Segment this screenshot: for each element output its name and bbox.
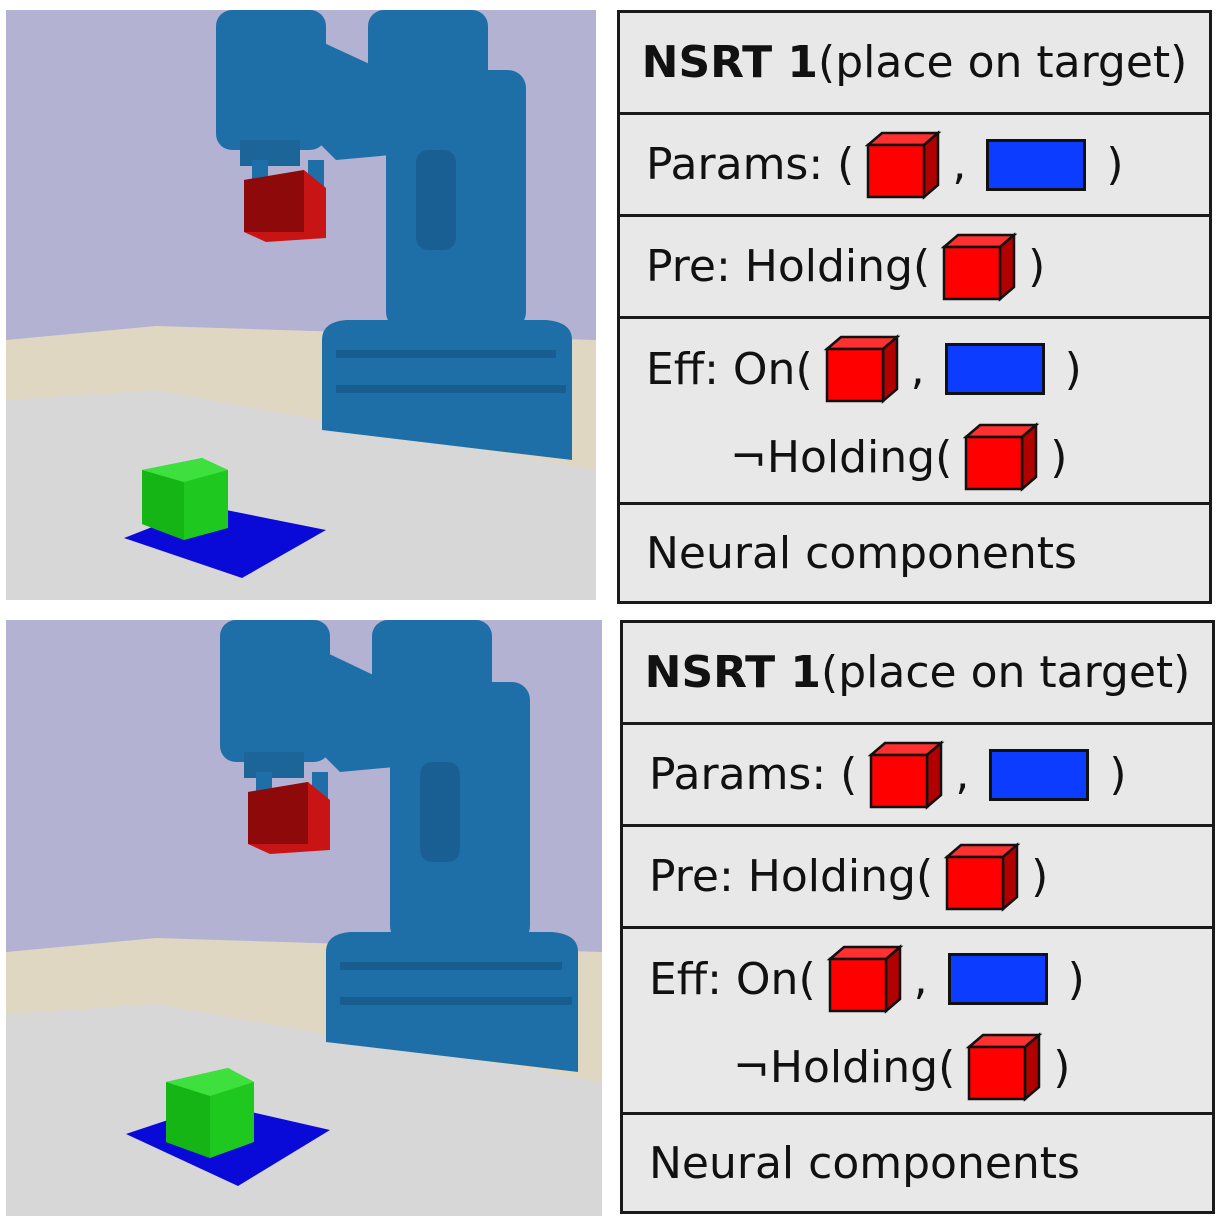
eff-comma: ,	[913, 953, 928, 1005]
params-label: Params: (	[646, 139, 855, 190]
neural-row: Neural components	[620, 505, 1209, 601]
pre-close: )	[1028, 241, 1046, 292]
red-block-icon	[823, 334, 901, 404]
precondition-row: Pre: Holding( )	[623, 827, 1212, 929]
red-block-icon	[940, 231, 1018, 302]
blue-target-icon	[986, 138, 1087, 191]
params-label: Params: (	[649, 749, 858, 800]
nsrt-description: (place on target)	[821, 647, 1191, 698]
nsrt-title: NSRT 1 (place on target)	[620, 13, 1209, 115]
params-close: )	[1109, 749, 1127, 800]
effects-row: Eff: On( , ) ¬Holding( )	[620, 319, 1209, 505]
not-holding-close: )	[1050, 431, 1068, 483]
neural-label: Neural components	[649, 1137, 1080, 1189]
red-block-icon	[943, 841, 1021, 912]
nsrt-description: (place on target)	[818, 37, 1188, 88]
nsrt-card-bottom: NSRT 1 (place on target) Params: ( , ) P…	[620, 620, 1215, 1214]
blue-target-icon	[947, 953, 1048, 1005]
neural-row: Neural components	[623, 1115, 1212, 1211]
params-close: )	[1106, 139, 1124, 190]
nsrt-title: NSRT 1 (place on target)	[623, 623, 1212, 725]
pre-label: Pre: Holding(	[649, 851, 934, 902]
pre-close: )	[1031, 851, 1049, 902]
red-block-icon	[962, 422, 1040, 492]
nsrt-name: NSRT 1	[641, 37, 819, 88]
scene-image-top	[6, 10, 596, 600]
precondition-row: Pre: Holding( )	[620, 217, 1209, 319]
red-block-icon	[826, 944, 904, 1014]
nsrt-card-top: NSRT 1 (place on target) Params: ( , ) P…	[617, 10, 1212, 604]
eff-label: Eff: On(	[646, 343, 813, 395]
neural-label: Neural components	[646, 527, 1077, 579]
not-holding-label: ¬Holding(	[730, 431, 953, 483]
red-block-icon	[864, 129, 942, 200]
effects-row: Eff: On( , ) ¬Holding( )	[623, 929, 1212, 1115]
params-row: Params: ( , )	[623, 725, 1212, 827]
params-row: Params: ( , )	[620, 115, 1209, 217]
eff-close: )	[1067, 953, 1085, 1005]
params-comma: ,	[952, 139, 967, 190]
not-holding-label: ¬Holding(	[733, 1041, 956, 1093]
eff-close: )	[1064, 343, 1082, 395]
pre-label: Pre: Holding(	[646, 241, 931, 292]
red-block-icon	[867, 739, 945, 810]
scene-image-bottom	[6, 620, 602, 1216]
eff-label: Eff: On(	[649, 953, 816, 1005]
red-block-icon	[965, 1032, 1043, 1102]
blue-target-icon	[944, 343, 1045, 395]
eff-comma: ,	[910, 343, 925, 395]
not-holding-close: )	[1053, 1041, 1071, 1093]
blue-target-icon	[989, 748, 1090, 801]
params-comma: ,	[955, 749, 970, 800]
nsrt-name: NSRT 1	[644, 647, 822, 698]
